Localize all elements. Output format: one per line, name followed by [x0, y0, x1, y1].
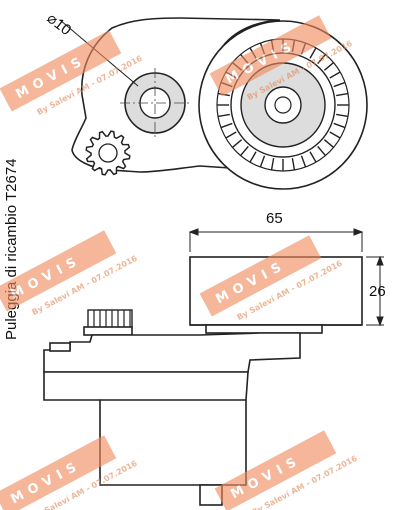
gear-side — [87, 309, 133, 329]
width-dimension — [188, 228, 364, 252]
width-dimension-label: 65 — [266, 210, 283, 227]
height-dimension — [366, 255, 384, 327]
height-dimension-label: 26 — [369, 283, 386, 300]
pulley-hub — [205, 324, 323, 334]
drive-gear — [85, 130, 131, 176]
bore-dimension-label: ⌀10 — [44, 10, 75, 39]
arm-side — [43, 332, 301, 373]
part-description-label: Puleggia di ricambio T2674 — [3, 158, 20, 340]
tensioner-arm-outline — [71, 17, 281, 173]
